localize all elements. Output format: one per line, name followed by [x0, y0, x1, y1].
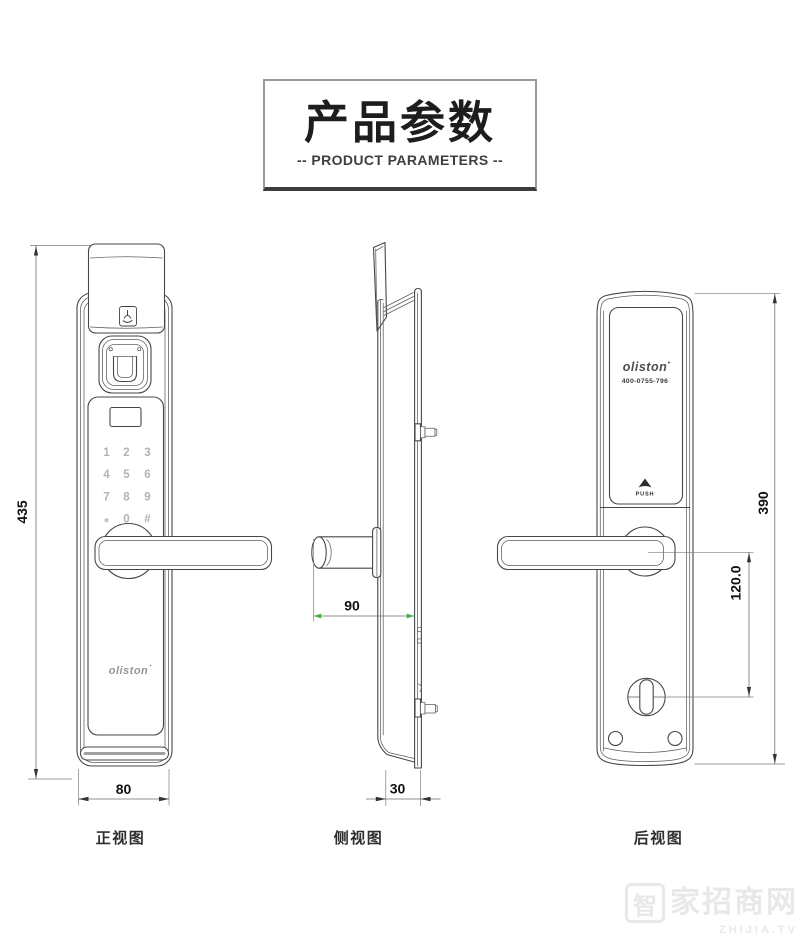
side-hook-detail	[418, 683, 422, 692]
back-dim-handle-to-turn: 120.0	[648, 551, 754, 698]
watermark: 智 家招商网 ZHIJIA.TV	[625, 883, 798, 936]
side-upper-pin	[414, 423, 438, 442]
keypad-digit: 2	[123, 447, 129, 459]
front-base	[79, 746, 170, 761]
front-dim-width: 80	[78, 769, 170, 806]
push-arrow-icon	[638, 478, 652, 488]
keypad-digit: 8	[123, 492, 130, 504]
back-height-value: 390	[755, 491, 771, 515]
front-dim-height: 435	[14, 245, 92, 780]
back-screw-hole-left	[607, 730, 624, 747]
keypad-digit: 6	[144, 469, 150, 481]
back-lock-drawing: oliston 400-0755-796 PUSH	[496, 290, 694, 767]
side-dim-handle-depth: 90	[313, 539, 415, 622]
side-view-label: 侧视图	[334, 829, 384, 847]
side-screw-detail	[416, 626, 423, 633]
brand-trademark-dot-back	[668, 361, 670, 364]
keypad-digit: *	[104, 518, 109, 530]
keypad-digit: #	[144, 514, 151, 526]
front-slide-cover	[87, 243, 166, 334]
side-front-plate-profile	[377, 299, 415, 763]
brand-logo-front: oliston	[109, 665, 149, 677]
watermark-subtext: ZHIJIA.TV	[719, 924, 798, 936]
fingerprint-screw-left	[108, 347, 113, 352]
watermark-logo: 智	[625, 883, 665, 923]
front-view: 4 3 5	[14, 243, 273, 847]
keypad-digit: 4	[103, 469, 110, 481]
side-lower-pin	[414, 698, 438, 718]
back-view-label: 后视图	[634, 829, 684, 847]
front-view-label: 正视图	[96, 829, 146, 847]
thumb-turn	[627, 677, 666, 717]
back-view: oliston 400-0755-796 PUSH	[496, 290, 785, 847]
front-height-value: 435	[14, 500, 30, 524]
side-dim-thickness: 30	[366, 770, 441, 806]
front-width-value: 80	[116, 781, 132, 797]
brand-logo-back: oliston	[623, 360, 667, 374]
watermark-text: 家招商网	[670, 886, 798, 919]
keypad-digit: 9	[144, 492, 150, 504]
back-handle-to-turn-value: 120.0	[728, 565, 744, 600]
fingerprint-screw-right	[137, 347, 142, 352]
push-label: PUSH	[636, 492, 655, 498]
keypad-digit: 7	[103, 492, 109, 504]
front-lock-drawing: 1 2 3 4 5 6 7 8 9 * 0 #	[76, 243, 273, 767]
side-handle	[311, 526, 382, 579]
touch-hand-icon	[119, 306, 137, 327]
back-screw-hole-right	[667, 730, 683, 747]
brand-trademark-dot-front	[149, 664, 152, 667]
page-title: 产品参数	[303, 97, 496, 148]
keypad-digit: 0	[123, 514, 129, 526]
keypad-digit: 1	[103, 447, 110, 459]
side-thickness-value: 30	[390, 781, 406, 797]
brand-phone: 400-0755-796	[622, 378, 669, 385]
back-handle	[496, 526, 676, 577]
fingerprint-module	[98, 335, 152, 394]
side-mounting-plate-profile	[414, 287, 422, 769]
side-lock-drawing	[311, 241, 438, 769]
keypad: 1 2 3 4 5 6 7 8 9 * 0 #	[103, 447, 151, 530]
side-screw-detail	[416, 638, 423, 644]
keypad-digit: 5	[123, 469, 130, 481]
side-handle-depth-value: 90	[344, 598, 360, 614]
front-card-window	[109, 406, 142, 428]
back-dim-height: 390	[694, 292, 785, 765]
title-box: 产品参数 -- PRODUCT PARAMETERS --	[263, 79, 537, 191]
front-handle	[94, 522, 273, 580]
back-battery-cover	[608, 306, 684, 505]
page-subtitle: -- PRODUCT PARAMETERS --	[296, 152, 504, 168]
side-view: 90 30 侧视图	[311, 241, 441, 847]
keypad-digit: 3	[144, 447, 150, 459]
